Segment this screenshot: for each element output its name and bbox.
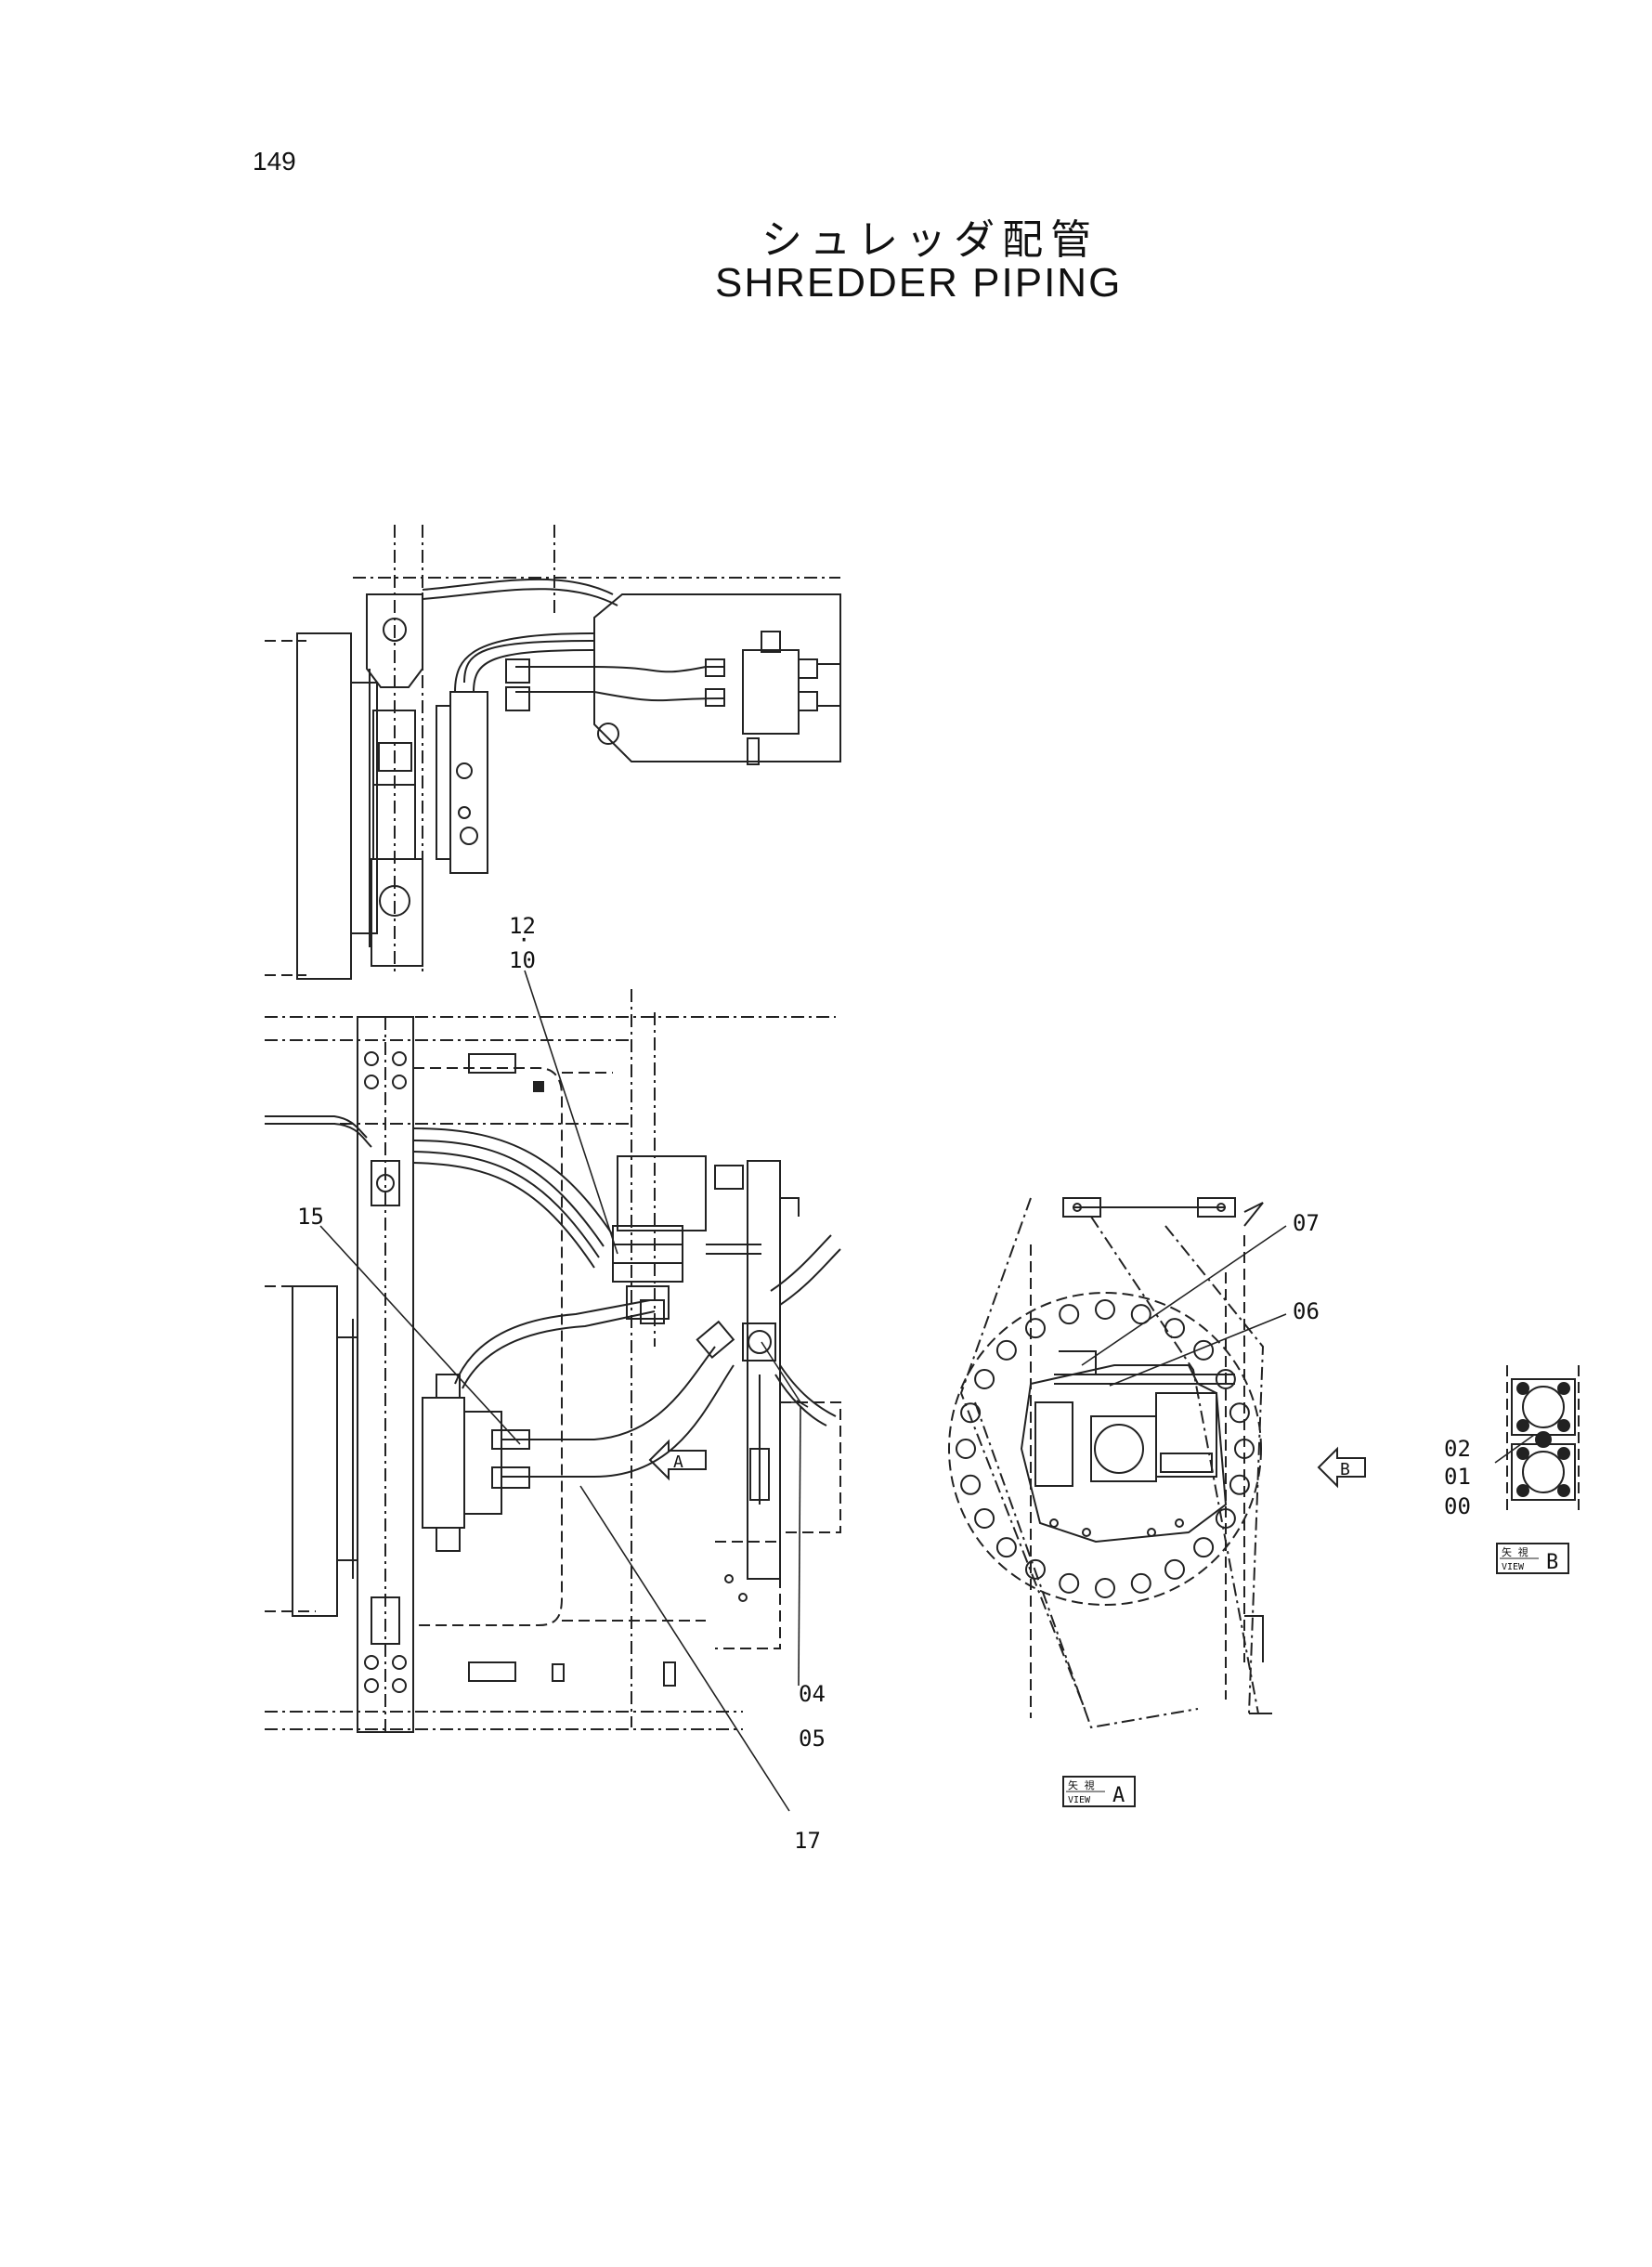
bolt-hole <box>1215 1369 1236 1389</box>
bolt-hole <box>974 1369 995 1389</box>
leader-lines <box>319 970 1535 1812</box>
view-a-label-box: 矢 視 VIEW A <box>1062 1776 1136 1807</box>
page-number: 149 <box>253 147 296 176</box>
callout-04: 04 <box>799 1681 826 1707</box>
callout-06: 06 <box>1293 1298 1320 1324</box>
bolt-hole <box>1059 1304 1080 1325</box>
view-a-drawing <box>948 1197 1366 1729</box>
view-b-label-box: 矢 視 VIEW B <box>1496 1543 1569 1574</box>
view-b-en: VIEW <box>1502 1562 1525 1572</box>
bolt-hole <box>1229 1402 1250 1424</box>
view-b-arrow-letter: B <box>1340 1460 1350 1479</box>
bolt-hole <box>1130 1572 1151 1594</box>
callout-17: 17 <box>794 1828 821 1854</box>
title-english: SHREDDER PIPING <box>715 260 1123 306</box>
bolt-hole <box>1234 1439 1255 1459</box>
callout-12: 12 <box>509 913 536 939</box>
bolt-hole <box>1193 1339 1215 1361</box>
bolt-hole <box>1164 1558 1185 1580</box>
bolt-hole <box>1025 1558 1046 1580</box>
view-a-en: VIEW <box>1068 1795 1091 1805</box>
bolt-hole <box>995 1537 1017 1558</box>
callout-00: 00 <box>1444 1493 1471 1519</box>
callout-02: 02 <box>1444 1436 1471 1462</box>
title-japanese: シュレッダ配管 <box>761 216 1099 264</box>
bolt-hole <box>974 1508 995 1529</box>
callout-10: 10 <box>509 947 536 973</box>
bolt-hole <box>1215 1508 1236 1529</box>
bolt-hole <box>1193 1537 1215 1558</box>
view-a-arrow-letter: A <box>673 1453 683 1472</box>
bolt-hole <box>1164 1318 1185 1339</box>
top-assembly-view <box>265 525 841 980</box>
main-assembly-view <box>265 989 841 1737</box>
callout-dot-12: · <box>517 927 530 953</box>
callout-01: 01 <box>1444 1464 1471 1490</box>
bolt-hole <box>1025 1318 1046 1339</box>
bolt-hole <box>1095 1578 1115 1598</box>
bolt-hole <box>1229 1474 1250 1495</box>
bolt-hole <box>960 1474 982 1495</box>
bolt-hole <box>995 1339 1017 1361</box>
callout-07: 07 <box>1293 1210 1320 1236</box>
view-b-ja: 矢 視 <box>1502 1545 1528 1558</box>
bolt-hole <box>956 1439 976 1459</box>
bolt-hole <box>960 1402 982 1424</box>
bolt-hole <box>1130 1304 1151 1325</box>
view-b-drawing <box>1506 1365 1580 1514</box>
bolt-hole <box>1059 1572 1080 1594</box>
callout-05: 05 <box>799 1726 826 1752</box>
callout-15: 15 <box>297 1204 324 1230</box>
bolt-hole <box>1095 1299 1115 1320</box>
view-a-letter: A <box>1112 1784 1125 1807</box>
view-a-ja: 矢 視 <box>1068 1778 1095 1791</box>
view-b-letter: B <box>1546 1551 1558 1574</box>
